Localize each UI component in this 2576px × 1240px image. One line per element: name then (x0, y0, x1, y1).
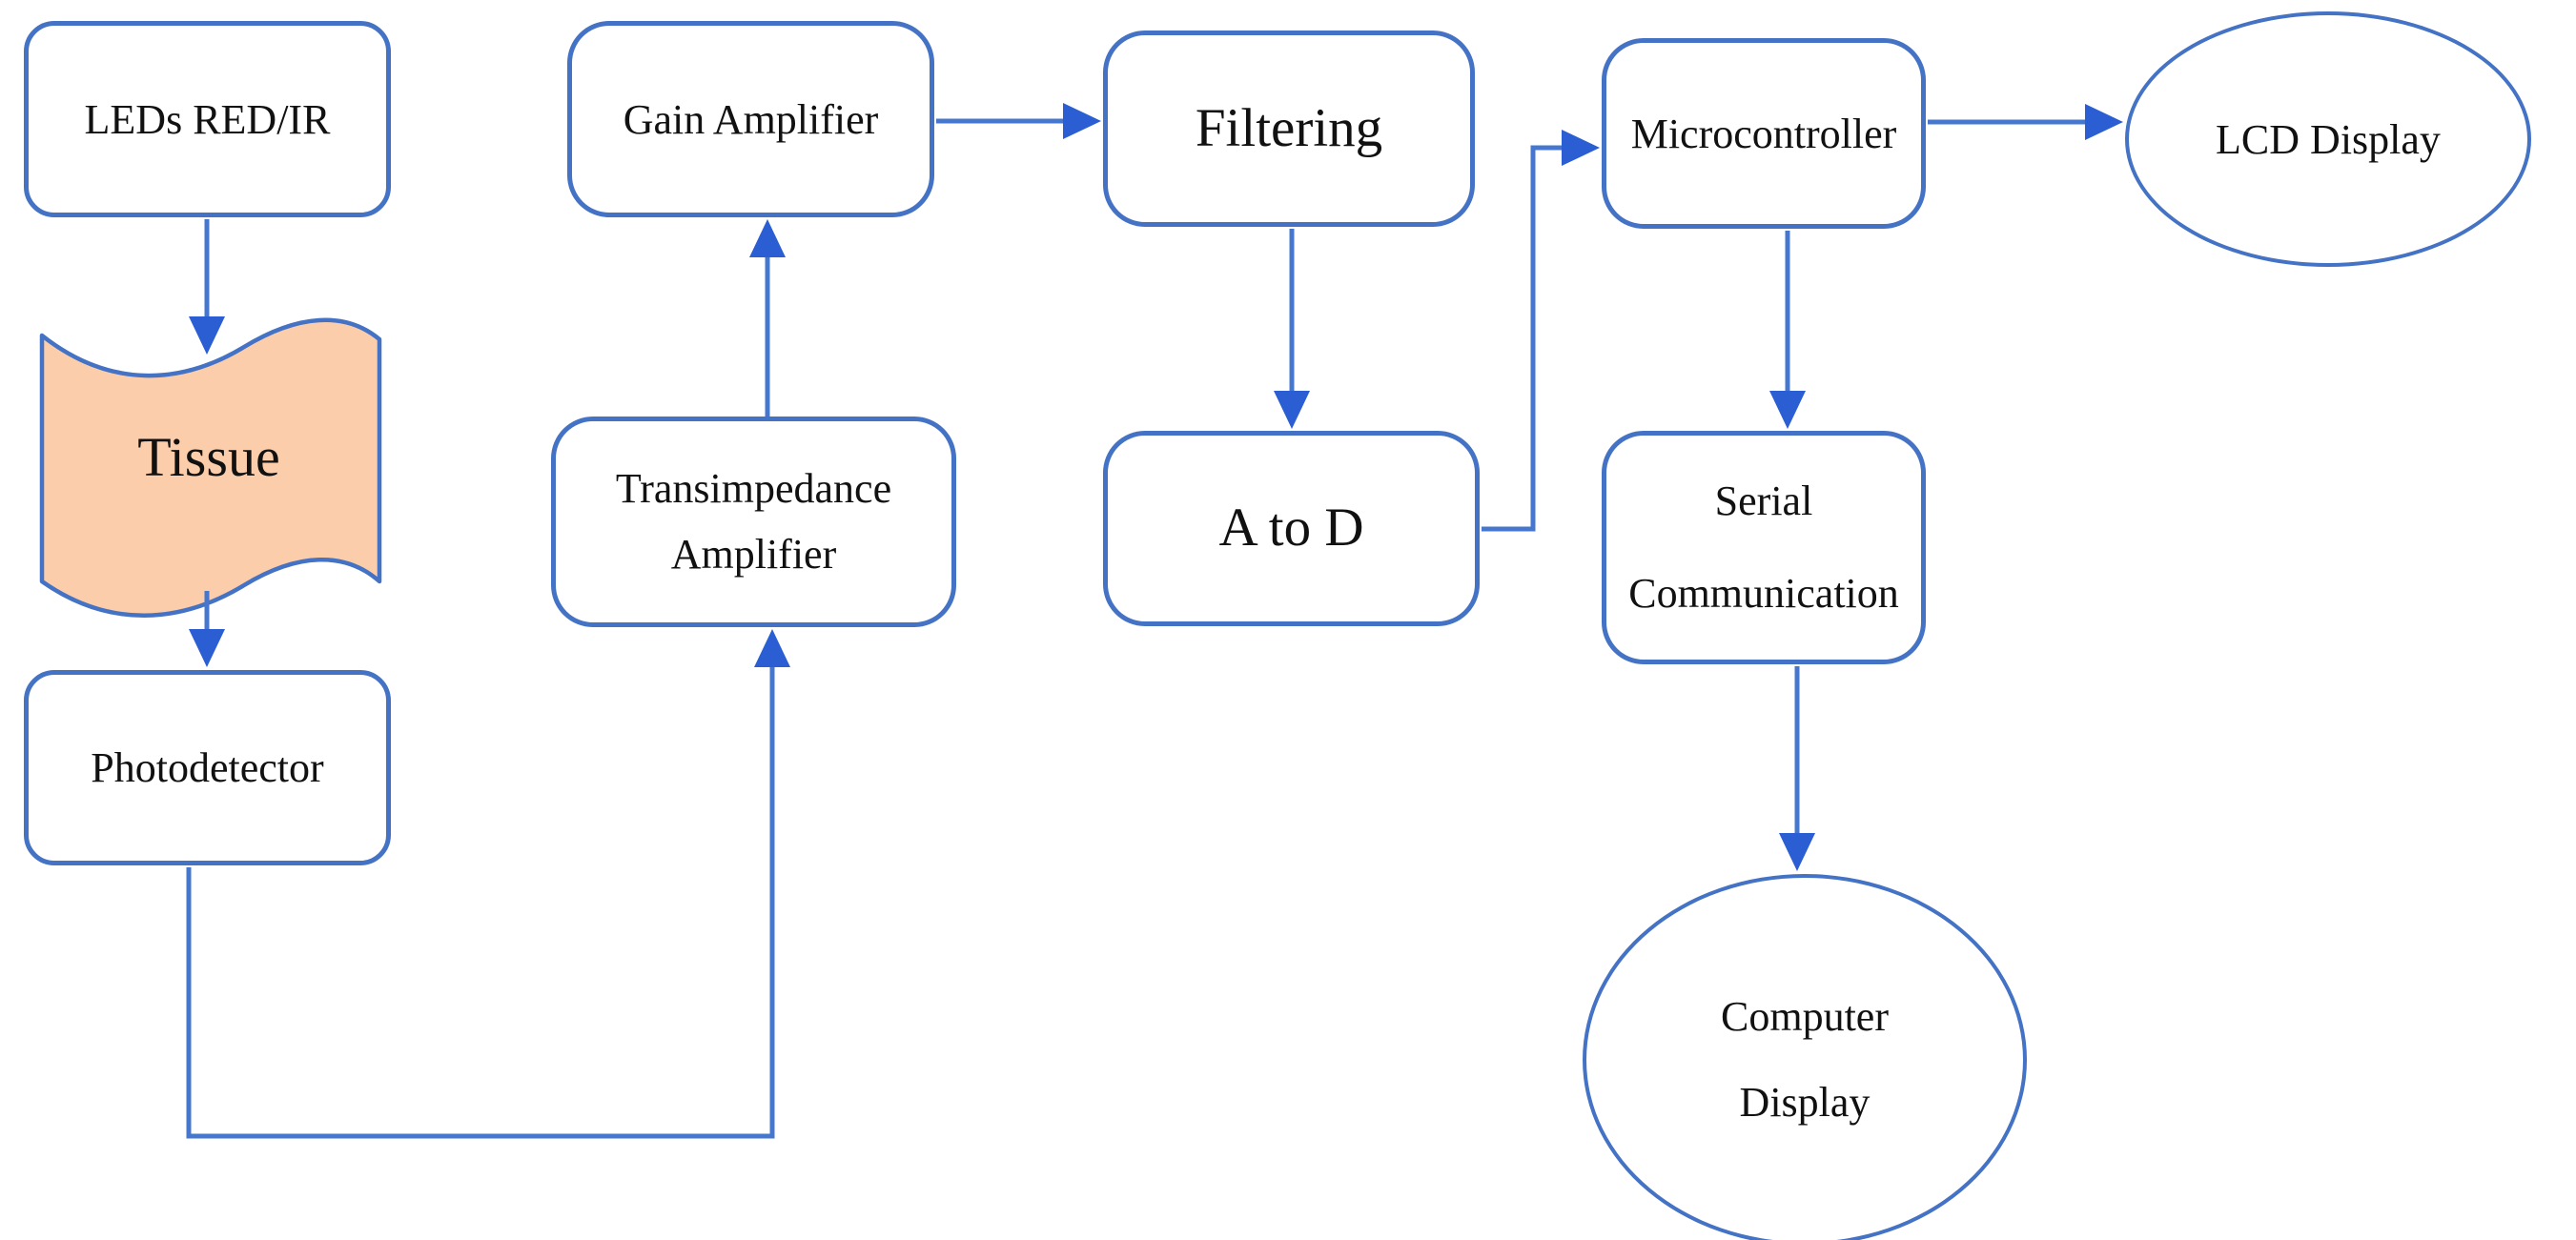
node-label: Photodetector (91, 744, 324, 791)
node-tissue: Tissue (36, 319, 381, 596)
node-photodetector: Photodetector (24, 670, 391, 865)
node-label: Microcontroller (1630, 110, 1897, 157)
node-label: LEDs RED/IR (84, 95, 331, 143)
node-label: Computer Display (1721, 992, 1889, 1126)
node-serial-communication: Serial Communication (1602, 431, 1926, 664)
node-filtering: Filtering (1103, 30, 1475, 227)
node-computer-display: Computer Display (1583, 874, 2027, 1240)
edge-leds-tissue (189, 219, 225, 355)
node-microcontroller: Microcontroller (1602, 38, 1926, 229)
edge-tissue-photodetector (189, 591, 225, 667)
edge-serial-computer (1779, 666, 1815, 871)
node-label: Serial Communication (1628, 477, 1899, 617)
edge-gain-filtering (936, 103, 1101, 139)
node-lcd-display: LCD Display (2125, 11, 2531, 267)
node-label: Filtering (1195, 97, 1383, 158)
edge-photodetector-transimpedance (186, 629, 790, 1139)
node-a-to-d: A to D (1103, 431, 1480, 626)
node-transimpedance-amplifier: Transimpedance Amplifier (551, 417, 956, 627)
edge-atod-micro (1482, 130, 1600, 532)
edge-micro-serial (1769, 231, 1806, 429)
edge-micro-lcd (1928, 104, 2123, 140)
edge-transimpedance-gain (749, 219, 786, 417)
node-label: Transimpedance Amplifier (615, 465, 892, 578)
node-label: LCD Display (2216, 115, 2441, 163)
node-label: Tissue (137, 426, 280, 489)
edge-filtering-atod (1274, 229, 1310, 429)
node-leds-red-ir: LEDs RED/IR (24, 21, 391, 217)
tissue-shape (39, 317, 382, 618)
node-label: A to D (1218, 498, 1364, 559)
node-label: Gain Amplifier (623, 95, 879, 143)
node-gain-amplifier: Gain Amplifier (567, 21, 934, 217)
